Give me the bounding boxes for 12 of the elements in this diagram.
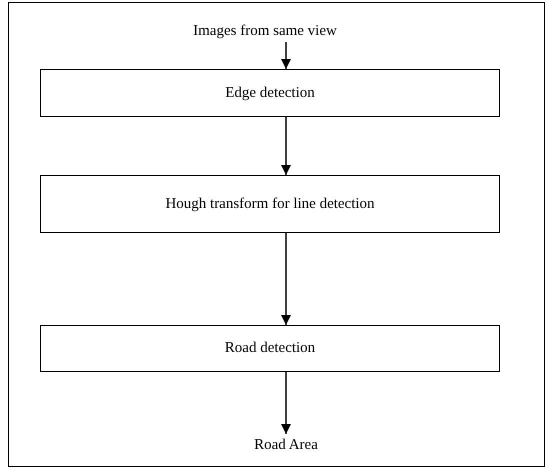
process-label: Edge detection [225, 84, 315, 102]
process-box [40, 325, 500, 372]
arrow [281, 117, 291, 175]
flow-text: Road Area [254, 436, 318, 454]
process-box [40, 175, 500, 233]
process-label: Road detection [224, 340, 316, 357]
arrow [281, 233, 291, 325]
flow-text: Images from same view [193, 22, 337, 40]
process-label: Hough transform for line detection [165, 196, 375, 212]
arrow [281, 372, 291, 434]
process-box [40, 69, 500, 117]
arrow [281, 42, 291, 69]
